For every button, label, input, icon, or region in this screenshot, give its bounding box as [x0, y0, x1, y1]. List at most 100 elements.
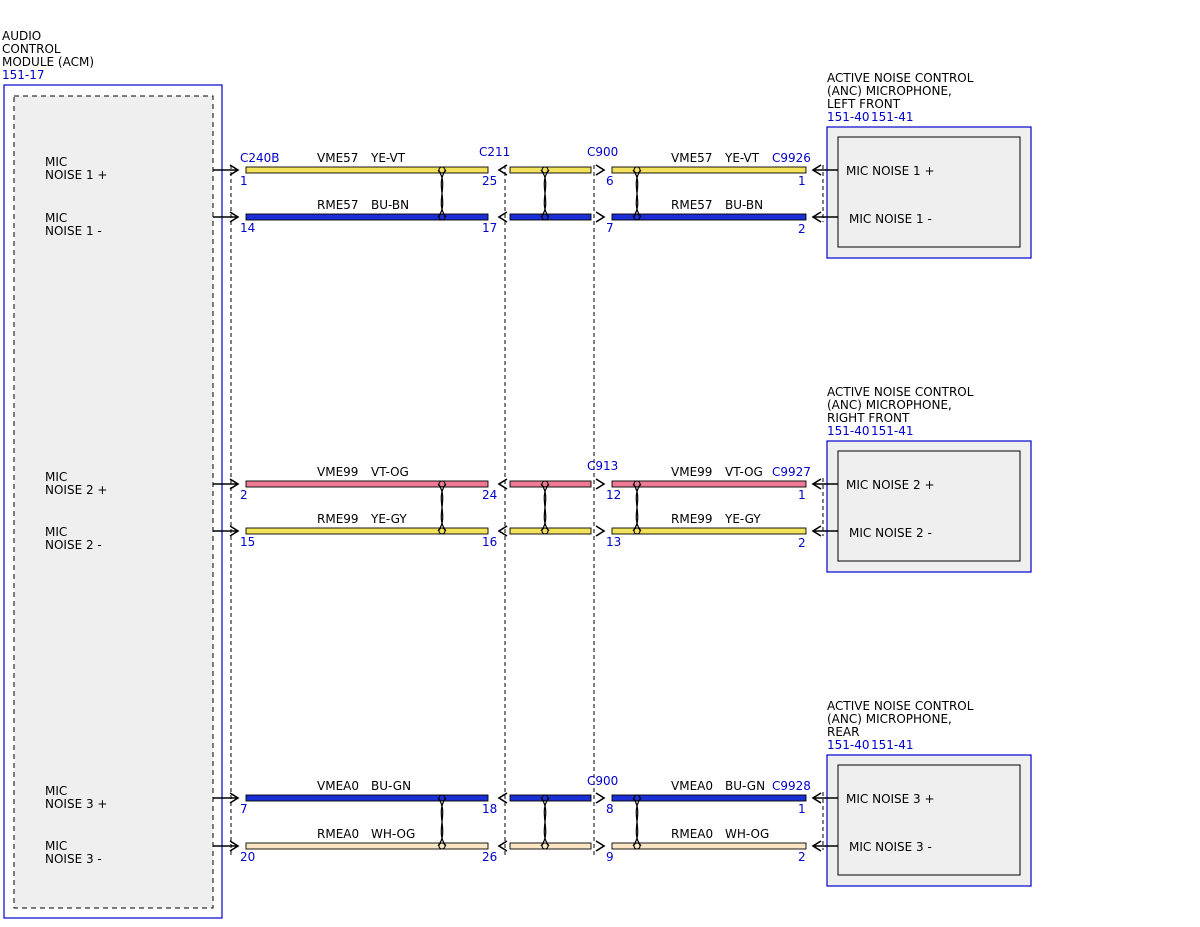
mic-title-line: (ANC) MICROPHONE, — [827, 84, 952, 98]
inline-connector-pin: 12 — [606, 488, 621, 502]
wire-segment — [509, 527, 592, 535]
wire-circuit-label: VME57 — [317, 151, 358, 165]
mic-pin-number: 2 — [798, 850, 806, 864]
twisted-pair-symbol — [632, 169, 642, 218]
mic-pin-label: MIC NOISE 3 - — [849, 840, 932, 854]
inline-connector-pin: 16 — [482, 535, 497, 549]
mic-title-line: ACTIVE NOISE CONTROL — [827, 699, 974, 713]
twisted-pair-symbol — [540, 797, 550, 847]
inline-connector-pin: 25 — [482, 174, 497, 188]
mic-title-line: (ANC) MICROPHONE, — [827, 712, 952, 726]
connector-c9927[interactable]: C9927 — [772, 465, 811, 479]
mic-ref-b[interactable]: 151-41 — [871, 110, 914, 124]
connector-arrow — [595, 792, 606, 804]
connector-arrow — [595, 525, 606, 537]
twisted-pair-symbol — [437, 797, 447, 847]
mic-pin-number: 2 — [798, 222, 806, 236]
connector-c211[interactable]: C211 — [479, 145, 510, 159]
connector-c900-bottom[interactable]: C900 — [587, 774, 618, 788]
connector-names: C240B C211 C900 C913 C900 C9926 C9927 C9… — [240, 145, 811, 793]
connector-arrow — [497, 840, 508, 852]
wire-circuit-label: RME57 — [671, 198, 713, 212]
inline-connector-pin: 24 — [482, 488, 497, 502]
acm-ref[interactable]: 151-17 — [2, 68, 45, 82]
acm-pin-label: MIC — [45, 784, 67, 798]
connector-arrow — [229, 792, 240, 804]
connector-arrow — [497, 525, 508, 537]
acm-connector-pin: 20 — [240, 850, 255, 864]
acm-pin-label: NOISE 1 + — [45, 168, 107, 182]
mic-ref-a[interactable]: 151-40 — [827, 110, 870, 124]
twisted-pair-end — [541, 480, 549, 488]
wire-segment — [509, 480, 592, 488]
acm-body — [13, 95, 214, 909]
connector-c9928[interactable]: C9928 — [772, 779, 811, 793]
twisted-pair-end — [438, 527, 446, 535]
twisted-pair-end — [633, 213, 641, 221]
wire-color-label: WH-OG — [725, 827, 769, 841]
connector-c900-top[interactable]: C900 — [587, 145, 618, 159]
wire-circuit-label: VMEA0 — [317, 779, 359, 793]
connector-c9926[interactable]: C9926 — [772, 151, 811, 165]
twisted-pair-end — [438, 842, 446, 850]
connector-arrow — [595, 164, 606, 176]
wire-segment — [245, 842, 489, 850]
twisted-pair-symbol — [437, 483, 447, 532]
mic-pin-label: MIC NOISE 1 + — [846, 164, 935, 178]
acm-pin-label: MIC — [45, 155, 67, 169]
wire-color-label: VT-OG — [371, 465, 409, 479]
wire-color-label: WH-OG — [371, 827, 415, 841]
twisted-pair-symbol — [540, 169, 550, 218]
mic-pin-number: 2 — [798, 536, 806, 550]
connector-arrow — [497, 164, 508, 176]
mic-ref-b[interactable]: 151-41 — [871, 424, 914, 438]
mic-title-line: ACTIVE NOISE CONTROL — [827, 385, 974, 399]
acm-pin-label: MIC — [45, 470, 67, 484]
twisted-pair-end — [633, 166, 641, 174]
mic-pin-number: 1 — [798, 174, 806, 188]
wire-color-label: BU-GN — [725, 779, 765, 793]
acm-outline — [3, 84, 223, 919]
connector-c913[interactable]: C913 — [587, 459, 618, 473]
mic-pin-label: MIC NOISE 1 - — [849, 212, 932, 226]
twisted-pair-symbol — [540, 483, 550, 532]
mic-pin-numbers: 1 2 1 2 1 2 — [798, 174, 806, 864]
acm-title-line-3: MODULE (ACM) — [2, 55, 94, 69]
mic-pin-number: 1 — [798, 802, 806, 816]
twisted-pair-symbol — [632, 797, 642, 847]
inline-connector-pin: 26 — [482, 850, 497, 864]
wire-segment — [611, 213, 807, 221]
wire-segment — [509, 166, 592, 174]
connector-arrow — [229, 478, 240, 490]
wire-segment — [611, 794, 807, 802]
connector-arrow — [497, 792, 508, 804]
acm-connector-pin: 2 — [240, 488, 248, 502]
wire-circuit-label: VME99 — [671, 465, 712, 479]
mic-title-line: REAR — [827, 725, 859, 739]
twisted-pair-end — [633, 794, 641, 802]
connector-arrow — [595, 840, 606, 852]
wire-color-label: BU-GN — [371, 779, 411, 793]
connector-arrow — [229, 525, 240, 537]
twisted-pair-symbol — [632, 483, 642, 532]
inline-connector-pin: 18 — [482, 802, 497, 816]
wire-color-label: YE-VT — [724, 151, 760, 165]
twisted-pair-end — [633, 480, 641, 488]
connector-c240b[interactable]: C240B — [240, 151, 280, 165]
mic-ref-b[interactable]: 151-41 — [871, 738, 914, 752]
mic-ref-a[interactable]: 151-40 — [827, 738, 870, 752]
connector-arrow — [229, 164, 240, 176]
wire-circuit-label: RME99 — [671, 512, 713, 526]
wire-segment — [611, 527, 807, 535]
wire-segment — [611, 842, 807, 850]
wire-color-label: VT-OG — [725, 465, 763, 479]
wire-color-label: BU-BN — [725, 198, 763, 212]
twisted-pair-end — [541, 213, 549, 221]
acm-connector-pin: 15 — [240, 535, 255, 549]
wire-circuit-label: VME99 — [317, 465, 358, 479]
wire-circuit-label: VMEA0 — [671, 779, 713, 793]
twisted-pair-end — [541, 794, 549, 802]
acm-module: AUDIO CONTROL MODULE (ACM) 151-17 MIC NO… — [2, 29, 223, 919]
mic-ref-a[interactable]: 151-40 — [827, 424, 870, 438]
